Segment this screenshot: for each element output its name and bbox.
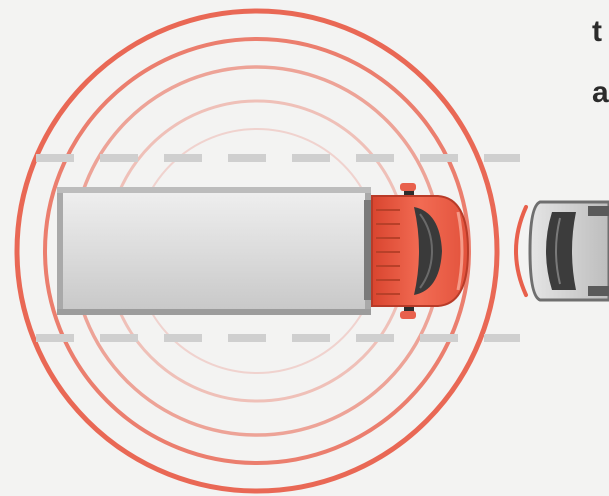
truck-icon <box>57 183 470 319</box>
proximity-arc-icon <box>514 205 528 297</box>
lane-marking-icon <box>36 154 520 342</box>
caption-line-1: t <box>592 15 602 48</box>
caption-line-2: a <box>592 76 609 109</box>
car-icon <box>528 200 609 302</box>
